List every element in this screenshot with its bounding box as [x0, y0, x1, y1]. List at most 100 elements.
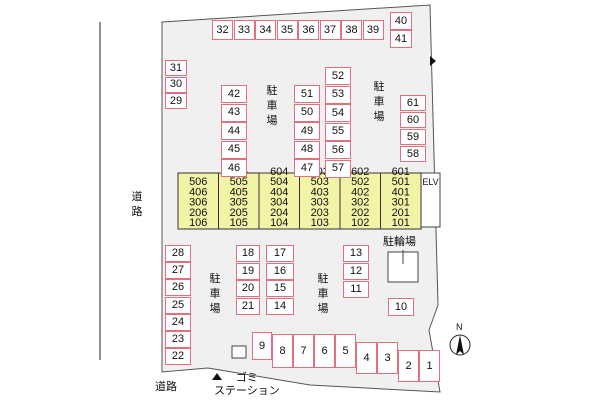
parking-slot-42: 42 — [221, 85, 247, 103]
parking-slot-2: 2 — [398, 350, 419, 382]
parking-slot-53: 53 — [325, 85, 351, 104]
parking-slot-22: 22 — [165, 348, 191, 366]
elevator-label: ELV — [422, 177, 439, 187]
garbage-station-label: ゴミ ステーション — [214, 372, 280, 397]
parking-slot-37: 37 — [319, 20, 341, 40]
parking-slot-58: 58 — [400, 146, 426, 162]
parking-slot-39: 39 — [362, 20, 384, 40]
parking-slot-24: 24 — [165, 313, 191, 331]
parking-slot-14: 14 — [266, 297, 294, 315]
parking-slot-45: 45 — [221, 140, 247, 159]
parking-slot-51: 51 — [294, 85, 320, 103]
parking-slot-13: 13 — [343, 245, 369, 262]
parking-slot-25: 25 — [165, 296, 191, 314]
apartment-unit-506: 506 — [189, 176, 207, 188]
parking-slot-17: 17 — [266, 245, 294, 262]
parking-slot-40: 40 — [390, 12, 412, 30]
parking-slot-52: 52 — [325, 67, 351, 85]
apartment-unit-104: 104 — [270, 217, 288, 229]
parking-slot-56: 56 — [325, 141, 351, 159]
apartment-unit-304: 304 — [270, 197, 288, 209]
parking-slot-18: 18 — [236, 245, 260, 262]
parking-slot-12: 12 — [343, 263, 369, 280]
parking-slot-20: 20 — [236, 280, 260, 297]
apartment-unit-103: 103 — [311, 217, 329, 229]
parking-slot-30: 30 — [165, 76, 187, 93]
parking-slot-38: 38 — [341, 20, 362, 40]
parking-slot-19: 19 — [236, 262, 260, 280]
garbage-station-box — [231, 345, 247, 359]
parking-slot-61: 61 — [400, 95, 426, 111]
parking-slot-1: 1 — [419, 350, 440, 382]
entrance-arrow-up — [212, 373, 222, 380]
parking-label-bottom-left: 駐 車 場 — [209, 273, 221, 315]
parking-slot-16: 16 — [266, 262, 294, 280]
parking-slot-34: 34 — [255, 20, 276, 40]
apartment-unit-102: 102 — [351, 217, 369, 229]
road-label-bottom: 道路 — [155, 381, 177, 393]
parking-slot-32: 32 — [212, 20, 233, 40]
parking-slot-11: 11 — [343, 281, 369, 298]
parking-slot-35: 35 — [276, 20, 298, 40]
apartment-unit-301: 301 — [392, 197, 410, 209]
apartment-unit-105: 105 — [230, 217, 248, 229]
parking-slot-46: 46 — [221, 159, 247, 177]
apartment-unit-206: 206 — [189, 207, 207, 219]
apartment-unit-405: 405 — [230, 186, 248, 198]
apartment-unit-201: 201 — [392, 207, 410, 219]
parking-slot-60: 60 — [400, 112, 426, 128]
apartment-unit-204: 204 — [270, 207, 288, 219]
parking-slot-21: 21 — [236, 297, 260, 315]
parking-label-top-left: 駐 車 場 — [266, 85, 278, 127]
parking-slot-23: 23 — [165, 331, 191, 348]
apartment-unit-402: 402 — [351, 186, 369, 198]
parking-slot-7: 7 — [293, 334, 314, 368]
parking-slot-28: 28 — [165, 245, 191, 262]
parking-slot-55: 55 — [325, 122, 351, 141]
parking-slot-6: 6 — [314, 334, 335, 368]
apartment-unit-604: 604 — [270, 166, 288, 178]
compass-needle — [456, 335, 464, 355]
parking-slot-3: 3 — [377, 342, 398, 374]
parking-slot-49: 49 — [294, 122, 320, 140]
apartment-unit-601: 601 — [392, 166, 410, 178]
parking-slot-57: 57 — [325, 159, 351, 178]
north-label: N — [456, 322, 463, 332]
parking-slot-48: 48 — [294, 140, 320, 159]
parking-slot-47: 47 — [294, 159, 320, 177]
parking-slot-29: 29 — [165, 93, 187, 109]
parking-slot-43: 43 — [221, 103, 247, 122]
apartment-unit-401: 401 — [392, 186, 410, 198]
parking-slot-5: 5 — [335, 334, 356, 368]
apartment-unit-503: 503 — [311, 176, 329, 188]
parking-slot-59: 59 — [400, 129, 426, 145]
apartment-unit-305: 305 — [230, 197, 248, 209]
apartment-unit-602: 602 — [351, 166, 369, 178]
parking-slot-27: 27 — [165, 262, 191, 280]
parking-slot-10: 10 — [388, 298, 414, 316]
parking-slot-50: 50 — [294, 103, 320, 122]
road-label-left: 道 路 — [131, 191, 143, 218]
parking-slot-15: 15 — [266, 280, 294, 297]
apartment-unit-203: 203 — [311, 207, 329, 219]
apartment-unit-303: 303 — [311, 197, 329, 209]
parking-slot-9: 9 — [252, 332, 272, 360]
parking-slot-4: 4 — [356, 342, 377, 374]
apartment-building: 5064063062061066055054053052051056045044… — [177, 166, 422, 230]
apartment-unit-101: 101 — [392, 217, 410, 229]
apartment-unit-502: 502 — [351, 176, 369, 188]
parking-slot-33: 33 — [233, 20, 255, 40]
parking-slot-54: 54 — [325, 104, 351, 122]
parking-slot-8: 8 — [272, 334, 293, 368]
entrance-arrow-right — [430, 56, 436, 66]
parking-slot-31: 31 — [165, 60, 187, 76]
apartment-unit-403: 403 — [311, 186, 329, 198]
apartment-unit-202: 202 — [351, 207, 369, 219]
parking-label-bottom-mid: 駐 車 場 — [317, 273, 329, 315]
apartment-unit-302: 302 — [351, 197, 369, 209]
apartment-unit-404: 404 — [270, 186, 288, 198]
apartment-unit-205: 205 — [230, 207, 248, 219]
apartment-unit-504: 504 — [270, 176, 288, 188]
apartment-unit-501: 501 — [392, 176, 410, 188]
parking-label-top-right: 駐 車 場 — [373, 81, 385, 123]
